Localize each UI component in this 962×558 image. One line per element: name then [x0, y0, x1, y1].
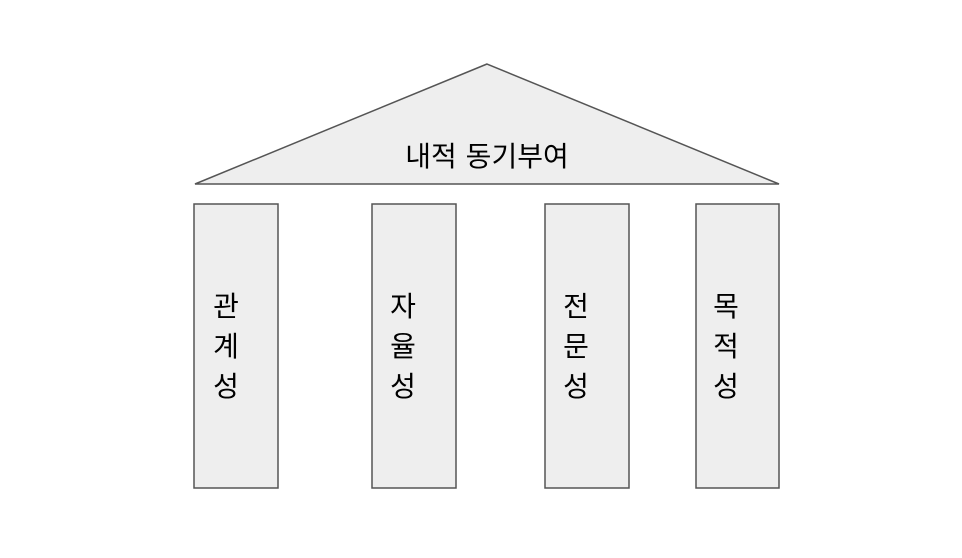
pillar-2-label-line-3: 성 — [390, 370, 416, 403]
pillar-3-label-line-1: 전 — [563, 290, 589, 323]
pillar-3-label-line-3: 성 — [563, 370, 589, 403]
pillar-1-label-line-2: 계 — [213, 330, 239, 363]
pillar-2-label-line-2: 율 — [390, 330, 416, 363]
roof-triangle — [194, 63, 780, 185]
pillar-4-label-line-2: 적 — [713, 330, 739, 363]
pillar-2 — [371, 203, 457, 489]
pillar-2-label-line-1: 자 — [390, 290, 416, 323]
pillar-4-label-line-3: 성 — [713, 370, 739, 403]
pillar-1-label-line-1: 관 — [213, 290, 239, 323]
pillar-1 — [193, 203, 279, 489]
pillar-3 — [544, 203, 630, 489]
roof-label: 내적 동기부여 — [405, 140, 568, 173]
pillar-1-label-line-3: 성 — [213, 370, 239, 403]
pillar-4 — [695, 203, 780, 489]
pillar-3-label-line-2: 문 — [563, 330, 589, 363]
pillar-4-label-line-1: 목 — [713, 290, 739, 323]
